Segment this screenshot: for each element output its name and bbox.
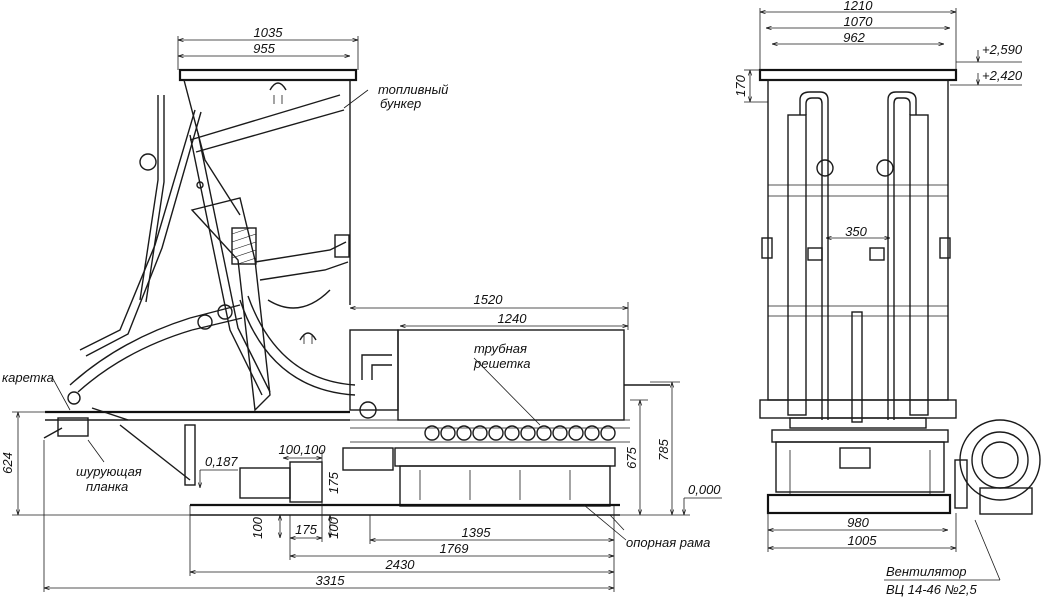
dim-175-bottom: 175	[295, 522, 317, 537]
label-tube-grate-1: трубная	[474, 341, 527, 356]
level-2-590: +2,590	[982, 42, 1023, 57]
label-fan-1: Вентилятор	[886, 564, 967, 579]
label-tube-grate-2: решетка	[473, 356, 531, 371]
grate-module	[342, 329, 670, 471]
lever-rods	[79, 95, 271, 396]
grate-tubes	[424, 425, 616, 441]
level-0-000: 0,000	[688, 482, 721, 497]
dim-1070: 1070	[844, 14, 874, 29]
label-fan-2: ВЦ 14-46 №2,5	[886, 582, 978, 597]
dim-350: 350	[845, 224, 867, 239]
dim-1035: 1035	[254, 25, 284, 40]
dim-1240: 1240	[498, 311, 528, 326]
dim-2430: 2430	[385, 557, 416, 572]
dim-100-100: 100,100	[278, 442, 326, 457]
side-labels: топливный бункер трубная решетка каретка…	[2, 82, 710, 550]
label-support-frame: опорная рама	[626, 535, 710, 550]
label-poker-bar-2: планка	[86, 479, 128, 494]
dim-1210: 1210	[844, 0, 874, 13]
dim-785: 785	[656, 438, 671, 460]
fan-unit	[954, 419, 1041, 515]
dim-980: 980	[847, 515, 869, 530]
front-labels: Вентилятор ВЦ 14-46 №2,5	[886, 564, 978, 597]
side-view: 1035 955 1520 1240 100,100 0,187 624 100…	[0, 25, 722, 592]
dim-170: 170	[733, 74, 748, 96]
dim-100-left: 100	[250, 516, 265, 538]
label-fuel-bunker-2: бункер	[380, 96, 421, 111]
fuel-hopper	[178, 68, 358, 305]
dim-0-187: 0,187	[205, 454, 238, 469]
label-poker-bar-1: шурующая	[76, 464, 142, 479]
side-dimensions: 1035 955 1520 1240 100,100 0,187 624 100…	[0, 25, 722, 592]
dim-175-vertical: 175	[326, 471, 341, 493]
front-view: 1210 1070 962 170 +2,590 +2,420 350 980 …	[733, 0, 1041, 597]
front-base	[759, 399, 957, 515]
dim-1005: 1005	[848, 533, 878, 548]
dim-1520: 1520	[474, 292, 504, 307]
front-body	[758, 68, 958, 423]
hopper-cover	[190, 197, 349, 412]
dim-100-right: 100	[326, 516, 341, 538]
dim-955: 955	[253, 41, 275, 56]
support-frame	[43, 391, 620, 516]
level-2-420: +2,420	[982, 68, 1023, 83]
dim-962: 962	[843, 30, 865, 45]
dim-675: 675	[624, 446, 639, 468]
label-fuel-bunker-1: топливный	[378, 82, 448, 97]
drive-arm	[69, 295, 356, 396]
dim-3315: 3315	[316, 573, 346, 588]
dim-624: 624	[0, 452, 15, 474]
dim-1395: 1395	[462, 525, 492, 540]
front-dimensions: 1210 1070 962 170 +2,590 +2,420 350 980 …	[733, 0, 1023, 581]
dim-1769: 1769	[440, 541, 469, 556]
label-carriage: каретка	[2, 370, 54, 385]
